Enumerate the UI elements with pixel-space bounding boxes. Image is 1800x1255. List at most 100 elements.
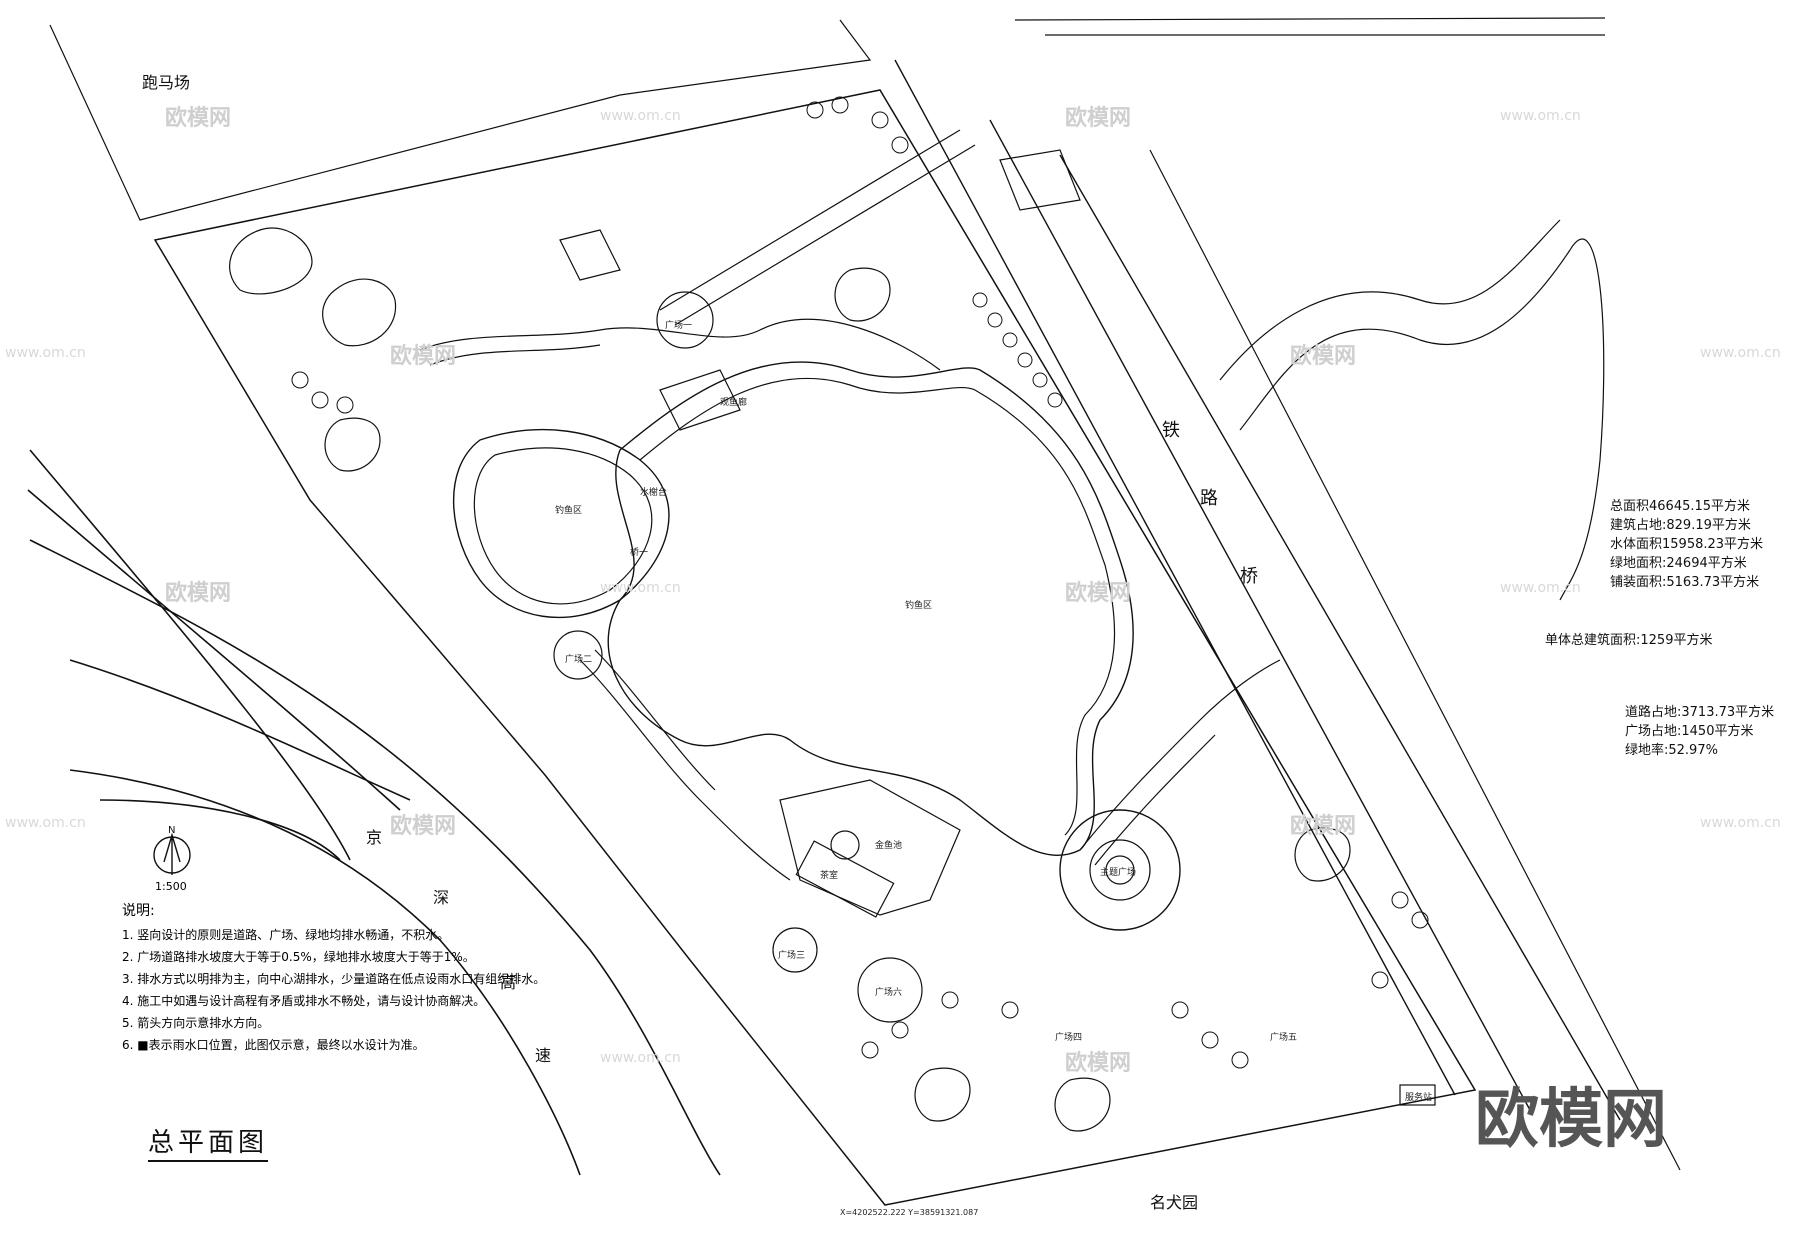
note-1: 1. 竖向设计的原则是道路、广场、绿地均排水畅通，不积水。 xyxy=(122,928,450,942)
goldfish-circle xyxy=(830,830,860,860)
expressway-label-2: 深 xyxy=(433,888,450,907)
stat-road: 道路占地:3713.73平方米 xyxy=(1625,705,1775,720)
building-total: 单体总建筑面积:1259平方米 xyxy=(1545,633,1713,648)
small-pond xyxy=(322,278,397,347)
north-arrow xyxy=(163,832,181,875)
zone-sales: 服务站 xyxy=(1405,1093,1433,1103)
railway-line-1 xyxy=(894,59,1456,1096)
note-2: 2. 广场道路排水坡度大于等于0.5%，绿地排水坡度大于等于1%。 xyxy=(122,950,475,964)
watermark-brand-3: 欧模网 xyxy=(390,344,457,369)
path-diagonal xyxy=(659,129,961,311)
watermark-big: 欧模网 xyxy=(1475,1083,1667,1157)
stat-green-ratio: 绿地率:52.97% xyxy=(1625,743,1718,758)
planting-cluster-5 xyxy=(914,1067,971,1122)
zone-plaza-4: 广场四 xyxy=(1055,1033,1083,1043)
river-curve-2 xyxy=(1219,219,1561,381)
stat-green: 绿地面积:24694平方米 xyxy=(1610,556,1747,571)
structure-mid xyxy=(659,369,741,431)
watermark-url-7: www.om.cn xyxy=(5,815,86,831)
main-plaza-core xyxy=(1105,855,1135,885)
top-building xyxy=(559,229,621,281)
planting-cluster-3 xyxy=(834,267,891,322)
expressway-label-3: 高 xyxy=(500,973,517,992)
area-stats: 总面积46645.15平方米 建筑占地:829.19平方米 水体面积15958.… xyxy=(1610,500,1763,589)
zone-plaza-1: 广场一 xyxy=(665,321,693,331)
watermark-url-2: www.om.cn xyxy=(1500,108,1581,124)
watermark-brand-5: 欧模网 xyxy=(165,581,232,606)
watermark-brand-2: 欧模网 xyxy=(1065,106,1132,131)
zone-fishing-main: 钓鱼区 xyxy=(905,601,933,611)
expressway-line-5 xyxy=(69,769,581,1176)
zone-main-plaza: 主题广场 xyxy=(1100,868,1137,878)
north-letter: N xyxy=(168,825,176,836)
site-boundary xyxy=(153,89,1477,1206)
stat-water: 水体面积15958.23平方米 xyxy=(1610,537,1764,552)
zone-pavilion: 观鱼廊 xyxy=(720,398,748,408)
plaza-2-circle xyxy=(553,630,603,680)
planting-cluster-6 xyxy=(1054,1077,1111,1132)
watermark-url-3: www.om.cn xyxy=(5,345,86,361)
stat-total: 总面积46645.15平方米 xyxy=(1610,499,1751,514)
watermark-brand-1: 欧模网 xyxy=(165,106,232,131)
watermark-url-1: www.om.cn xyxy=(600,108,681,124)
expressway-line-4 xyxy=(69,659,411,801)
zone-goldfish-pond: 金鱼池 xyxy=(875,841,903,851)
area-stats-2: 道路占地:3713.73平方米 广场占地:1450平方米 绿地率:52.97% xyxy=(1625,706,1774,757)
watermark-url-8: www.om.cn xyxy=(1700,815,1781,831)
scale-label: 1:500 xyxy=(155,880,187,893)
zone-dock: 水榭台 xyxy=(640,488,668,498)
railway-line-4 xyxy=(1149,149,1681,1171)
zone-bridge: 桥一 xyxy=(630,548,649,558)
expressway-line-6 xyxy=(99,799,341,861)
note-5: 5. 箭头方向示意排水方向。 xyxy=(122,1016,270,1030)
trees xyxy=(291,96,1429,1069)
watermark-url-6: www.om.cn xyxy=(1500,580,1581,596)
teahouse-building xyxy=(795,840,895,918)
watermark-url-9: www.om.cn xyxy=(600,1050,681,1066)
watermark-url-5: www.om.cn xyxy=(600,580,681,596)
main-plaza-inner xyxy=(1089,839,1151,901)
dog-park-label: 名犬园 xyxy=(1150,1193,1199,1212)
sales-building xyxy=(1399,1084,1436,1106)
coordinates: X=4202522.222 Y=38591321.087 xyxy=(840,1208,979,1217)
zone-plaza-2: 广场二 xyxy=(565,655,593,665)
watermark-brand-7: 欧模网 xyxy=(390,814,457,839)
zone-fishing-west: 钓鱼区 xyxy=(555,506,583,516)
expressway-line-1 xyxy=(29,449,351,861)
railway-line-2 xyxy=(989,119,1531,1111)
planting-cluster-2 xyxy=(324,417,381,472)
notes-heading: 说明: xyxy=(122,903,155,919)
planting-cluster-1 xyxy=(229,227,313,295)
river-curve xyxy=(1239,238,1605,601)
goldfish-pond-outline xyxy=(779,779,961,916)
path-east-2 xyxy=(1094,734,1216,866)
zone-teahouse: 茶室 xyxy=(820,871,839,881)
drawing-title: 总平面图 xyxy=(148,1130,269,1162)
watermark-brand-8: 欧模网 xyxy=(1290,814,1357,839)
plaza-3-circle xyxy=(772,927,818,973)
service-building xyxy=(999,149,1081,211)
expressway-label-4: 速 xyxy=(535,1046,552,1065)
note-3: 3. 排水方式以明排为主，向中心湖排水，少量道路在低点设雨水口有组织排水。 xyxy=(122,972,546,986)
railway-label-1: 铁 xyxy=(1162,420,1180,441)
zone-plaza-6: 广场六 xyxy=(875,988,903,998)
path-ring-2 xyxy=(429,344,601,366)
note-4: 4. 施工中如遇与设计高程有矛盾或排水不畅处，请与设计协商解决。 xyxy=(122,994,486,1008)
top-road-line xyxy=(1014,17,1606,21)
watermark-brand-4: 欧模网 xyxy=(1290,344,1357,369)
path-east xyxy=(1079,659,1281,851)
zone-plaza-5: 广场五 xyxy=(1270,1033,1298,1043)
zone-plaza-3: 广场三 xyxy=(778,951,806,961)
path-diagonal-2 xyxy=(674,144,976,326)
expressway-line-3 xyxy=(29,539,721,1176)
expressway-label-1: 京 xyxy=(366,828,383,847)
watermark-brand-9: 欧模网 xyxy=(1065,1051,1132,1076)
stat-plaza: 广场占地:1450平方米 xyxy=(1625,724,1754,739)
expressway-line-2 xyxy=(27,489,401,811)
stat-paving: 铺装面积:5163.73平方米 xyxy=(1610,575,1760,590)
main-plaza-circle xyxy=(1059,809,1181,931)
plaza-6-circle xyxy=(857,957,923,1023)
path-south-2 xyxy=(594,649,716,791)
path-ring xyxy=(419,318,941,371)
